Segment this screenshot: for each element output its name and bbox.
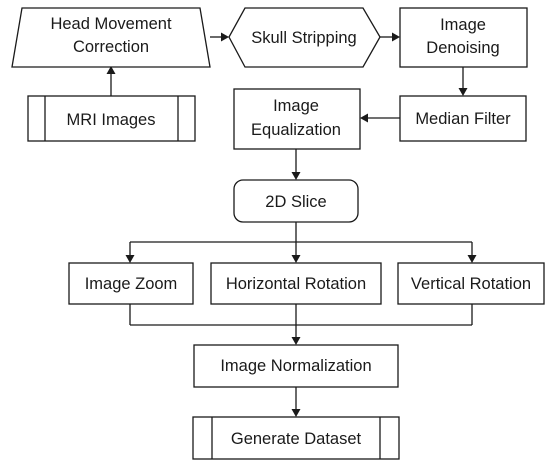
trapezoid-shape <box>11 7 211 68</box>
rounded-box <box>233 179 359 223</box>
edge-median-filter-to-equalization <box>360 113 400 123</box>
image-equalization-line2: Equalization <box>251 121 341 139</box>
image-equalization-line1: Image <box>273 97 319 115</box>
edge-equalization-to-2d-slice <box>291 149 301 180</box>
vertical-rotation-label: Vertical Rotation <box>411 275 531 293</box>
edge-2d-slice-split <box>125 222 477 263</box>
node-horizontal-rotation: Horizontal Rotation <box>210 262 382 305</box>
process-box <box>210 262 382 305</box>
hexagon-shape <box>228 7 381 68</box>
process-box <box>397 262 545 305</box>
node-vertical-rotation: Vertical Rotation <box>397 262 545 305</box>
node-skull-stripping: Skull Stripping <box>228 7 381 68</box>
process-box <box>399 95 527 142</box>
edge-skull-stripping-to-denoising <box>380 32 400 42</box>
edge-denoising-to-median-filter <box>458 67 468 96</box>
node-median-filter: Median Filter <box>399 95 527 142</box>
horizontal-rotation-label: Horizontal Rotation <box>226 275 366 293</box>
image-normalization-label: Image Normalization <box>220 357 371 375</box>
skull-stripping-label: Skull Stripping <box>251 29 356 47</box>
subprocess-box <box>192 416 400 460</box>
node-generate-dataset: Generate Dataset <box>192 416 400 460</box>
node-image-normalization: Image Normalization <box>193 344 399 388</box>
mri-images-label: MRI Images <box>67 111 156 129</box>
median-filter-label: Median Filter <box>415 110 511 128</box>
head-movement-line1: Head Movement <box>50 15 171 33</box>
image-denoising-line1: Image <box>440 16 486 34</box>
process-box <box>399 7 528 68</box>
process-box <box>68 262 194 305</box>
generate-dataset-label: Generate Dataset <box>231 430 362 448</box>
edge-head-movement-to-skull-stripping <box>210 32 229 42</box>
node-head-movement-correction: Head Movement Correction <box>11 7 211 68</box>
2d-slice-label: 2D Slice <box>265 193 326 211</box>
process-box <box>193 344 399 388</box>
subprocess-box <box>27 95 196 142</box>
edges <box>106 32 477 417</box>
edge-normalization-to-dataset <box>291 387 301 417</box>
node-image-denoising: Image Denoising <box>399 7 528 68</box>
image-denoising-line2: Denoising <box>426 39 499 57</box>
node-image-zoom: Image Zoom <box>68 262 194 305</box>
head-movement-line2: Correction <box>73 38 149 56</box>
edge-mri-to-head-movement <box>106 66 116 96</box>
process-box <box>233 88 361 150</box>
node-image-equalization: Image Equalization <box>233 88 361 150</box>
node-2d-slice: 2D Slice <box>233 179 359 223</box>
edge-branches-merge <box>129 304 473 345</box>
image-zoom-label: Image Zoom <box>85 275 178 293</box>
node-mri-images: MRI Images <box>27 95 196 142</box>
